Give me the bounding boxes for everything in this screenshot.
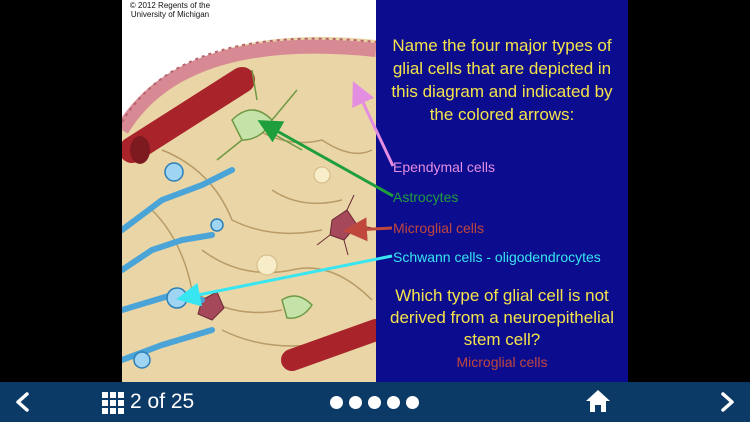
- home-icon[interactable]: [585, 388, 611, 419]
- page-indicator: [330, 396, 419, 409]
- question-text: Name the four major types of glial cells…: [391, 36, 613, 124]
- chevron-right-icon[interactable]: [716, 391, 738, 418]
- page-dot[interactable]: [330, 396, 343, 409]
- answer-schwann: Schwann cells - oligodendrocytes: [393, 249, 601, 265]
- text-panel: [376, 0, 628, 382]
- question2-text: Which type of glial cell is not derived …: [390, 286, 614, 349]
- navigation-bar: 2 of 25: [0, 382, 750, 422]
- grid-icon[interactable]: [102, 392, 124, 419]
- chevron-left-icon[interactable]: [12, 391, 34, 418]
- answer-astrocytes: Astrocytes: [393, 189, 459, 205]
- slide-area: © 2012 Regents of the University of Mich…: [122, 0, 628, 382]
- page-dot[interactable]: [349, 396, 362, 409]
- page-dot[interactable]: [387, 396, 400, 409]
- glial-cells-illustration: [122, 0, 376, 382]
- slide-counter: 2 of 25: [130, 390, 195, 413]
- page-dot[interactable]: [368, 396, 381, 409]
- page-dot[interactable]: [406, 396, 419, 409]
- answer2-text: Microglial cells: [456, 354, 548, 370]
- answer-microglial: Microglial cells: [393, 220, 485, 236]
- copyright-notice: © 2012 Regents of the University of Mich…: [129, 1, 211, 19]
- answer-ependymal: Ependymal cells: [393, 159, 495, 175]
